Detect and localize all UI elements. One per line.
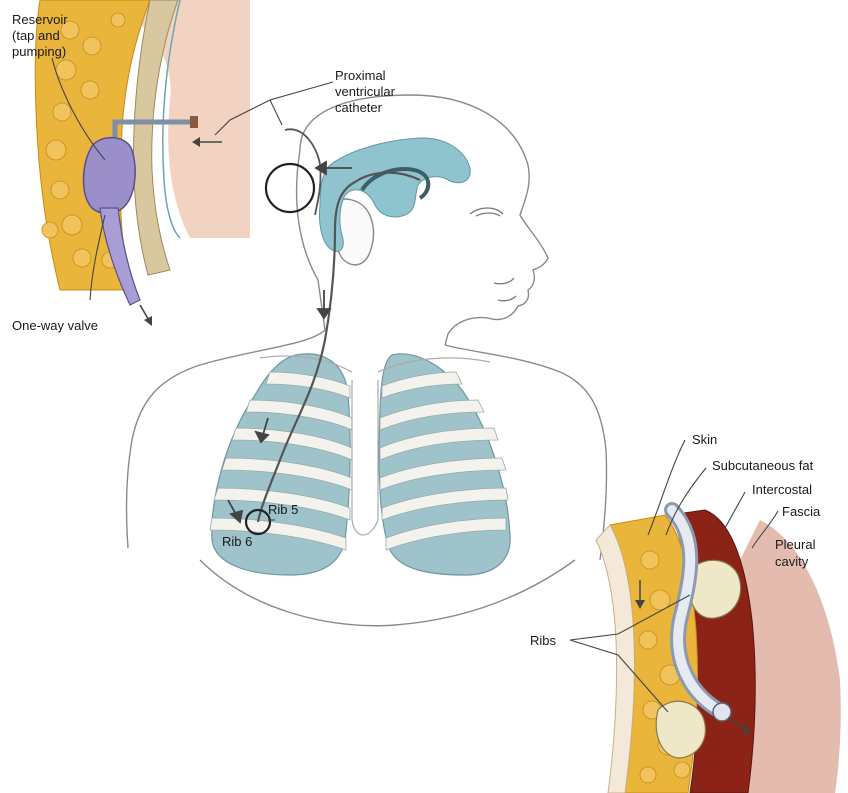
label-proximal-3: catheter: [335, 100, 383, 115]
reservoir-inset: [35, 0, 250, 326]
label-intercostal: Intercostal: [752, 482, 812, 497]
catheter-head-segment: [285, 129, 321, 215]
label-reservoir-3: pumping): [12, 44, 66, 59]
rib-section-lower: [656, 701, 705, 758]
reservoir-bulb: [84, 138, 136, 214]
label-rib5: Rib 5: [268, 502, 298, 517]
label-rib6: Rib 6: [222, 534, 252, 549]
burr-hole-circle: [266, 164, 314, 212]
label-subcutaneous-fat: Subcutaneous fat: [712, 458, 814, 473]
face-features: [470, 208, 516, 301]
label-reservoir-2: (tap and: [12, 28, 60, 43]
label-pleural-2: cavity: [775, 554, 809, 569]
pleural-inset: [596, 510, 841, 793]
label-proximal-2: ventricular: [335, 84, 396, 99]
label-pleural-1: Pleural: [775, 537, 816, 552]
label-fascia: Fascia: [782, 504, 821, 519]
label-proximal-1: Proximal: [335, 68, 386, 83]
label-ribs: Ribs: [530, 633, 557, 648]
label-reservoir-1: Reservoir: [12, 12, 68, 27]
label-one-way-valve: One-way valve: [12, 318, 98, 333]
label-skin: Skin: [692, 432, 717, 447]
